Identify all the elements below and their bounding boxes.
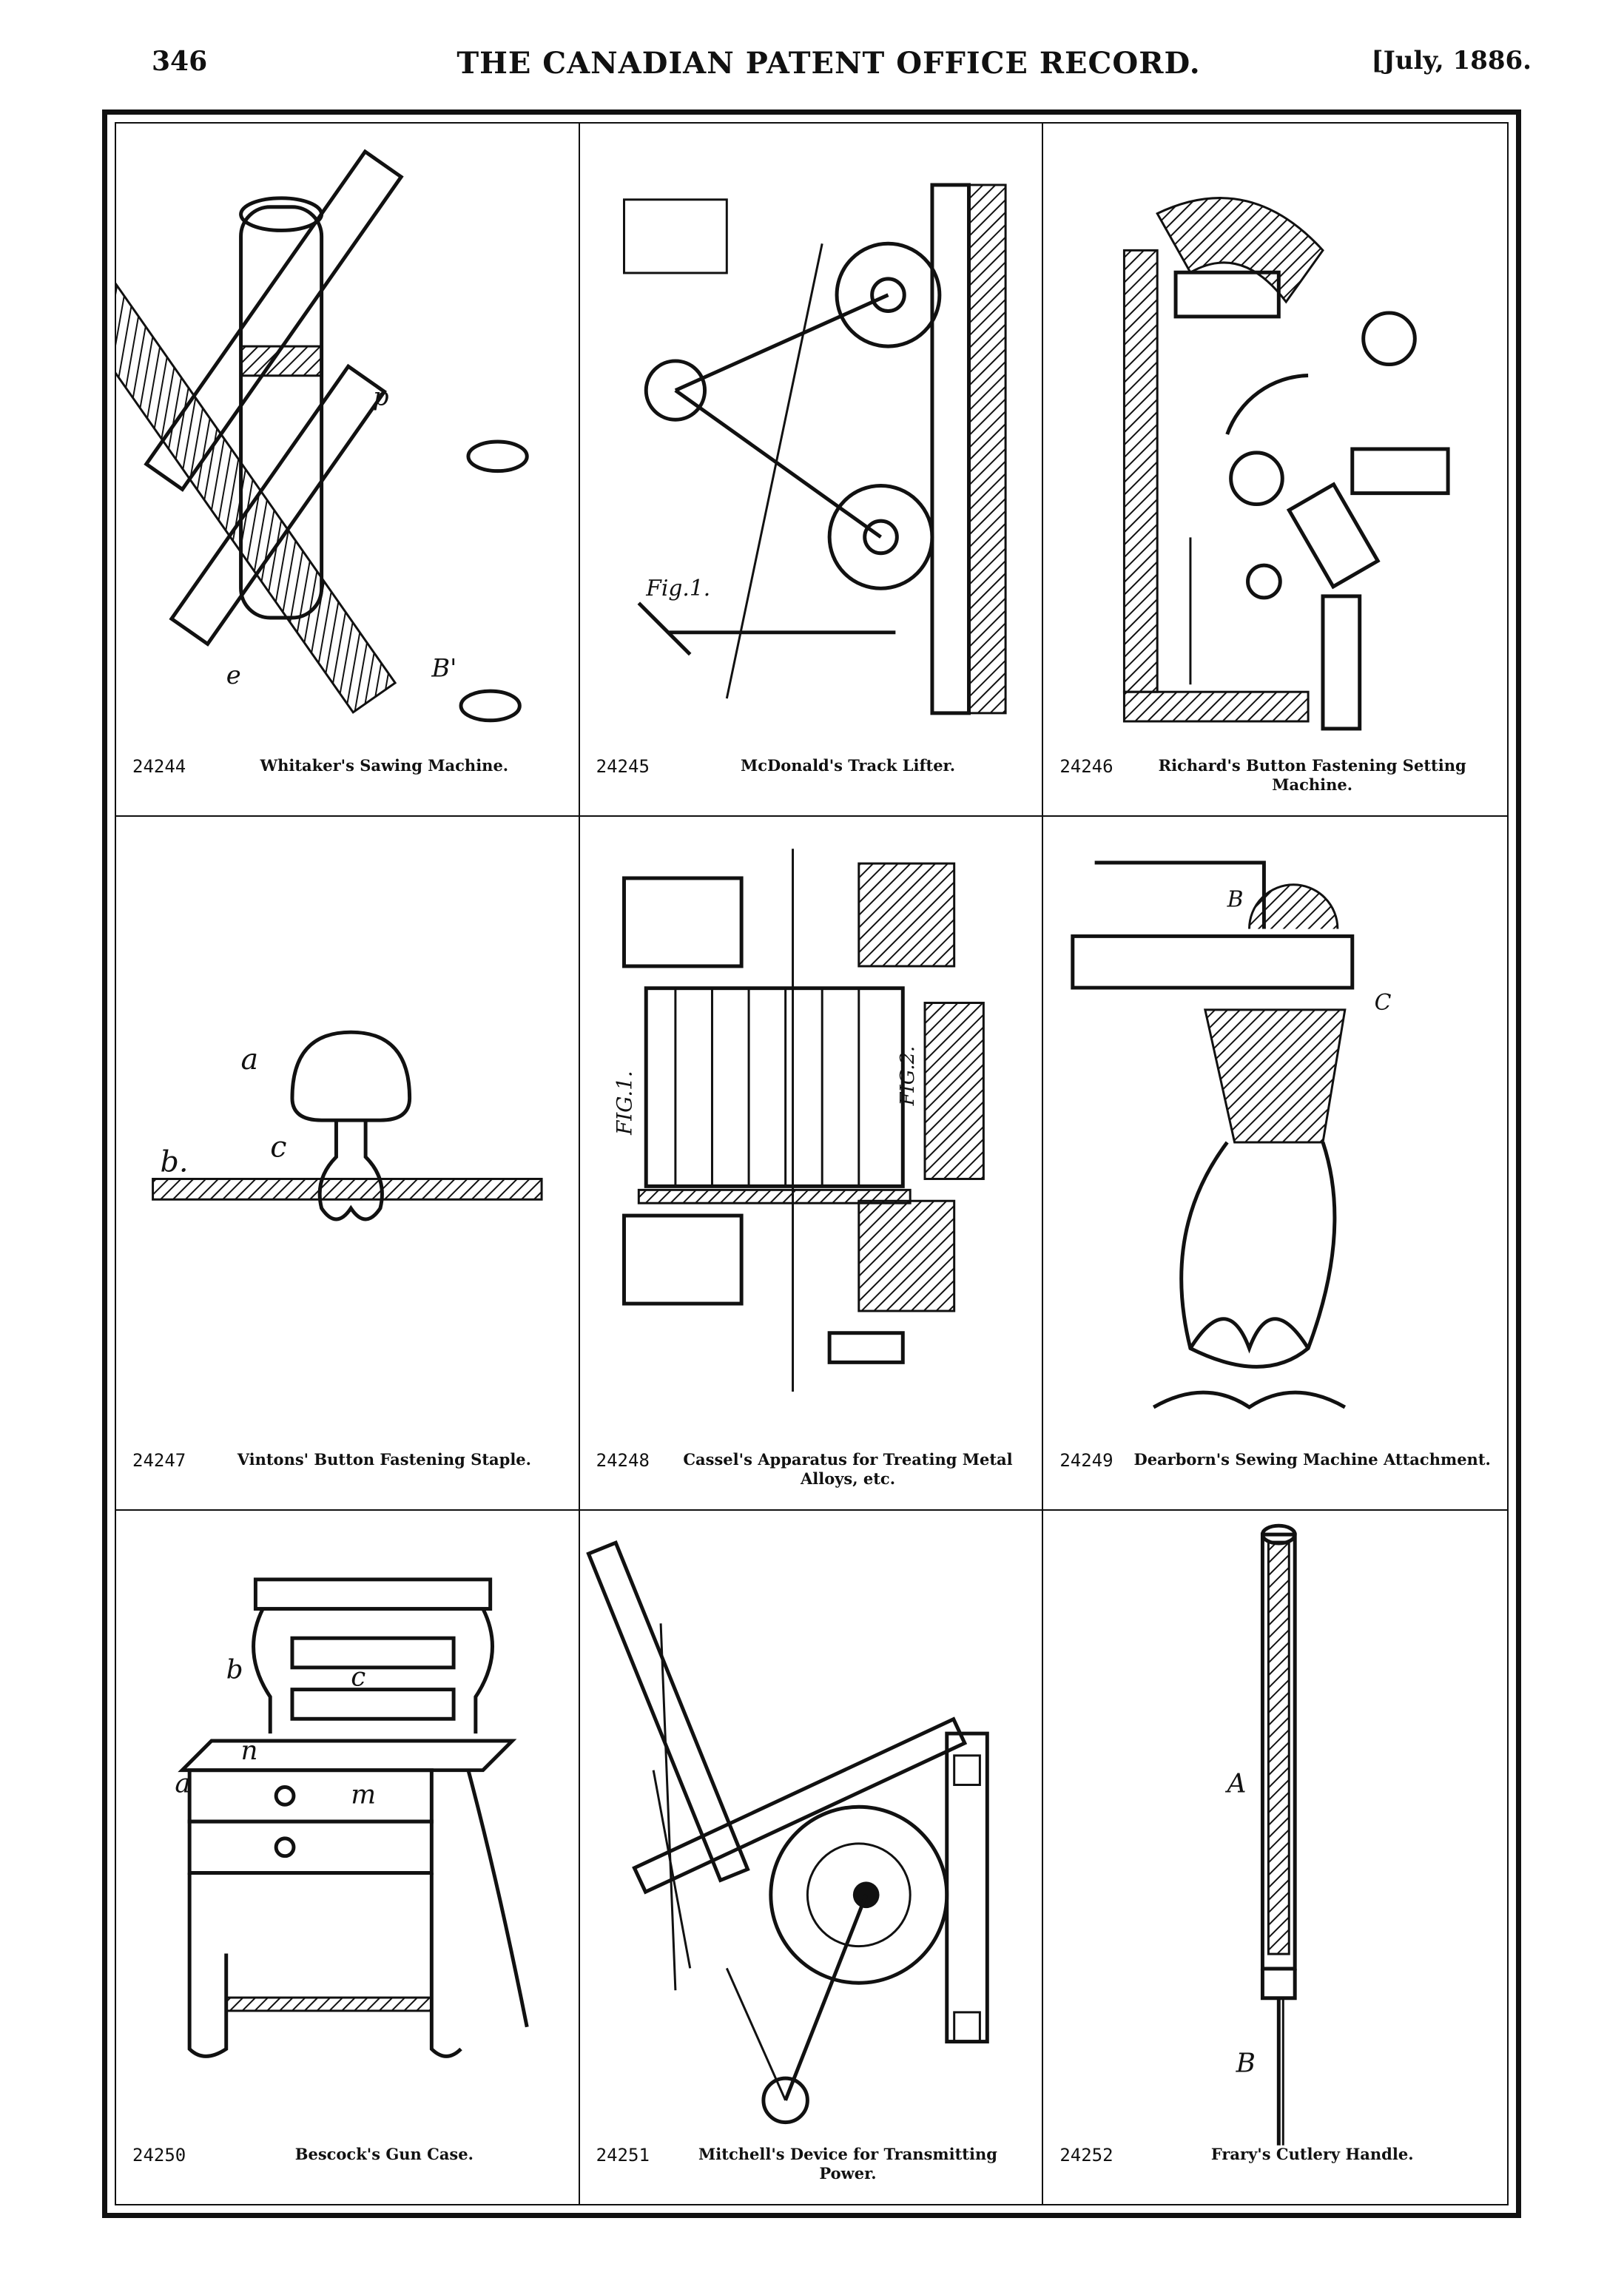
button-staple-drawing: a b. c — [152, 1031, 543, 1221]
caption: 24252 Frary's Cutlery Handle. — [1043, 2139, 1507, 2191]
label-a: a — [241, 1042, 259, 1076]
track-lifter-drawing: Fig.1. — [622, 183, 1007, 715]
button-setting-machine-drawing — [1123, 197, 1450, 731]
patent-cell-24244: p B' e 24244 Whitaker's Sawing Machine. — [116, 124, 580, 818]
svg-text:B: B — [1227, 887, 1244, 913]
label-b: b. — [160, 1145, 188, 1179]
svg-text:e: e — [226, 661, 241, 690]
label-m: m — [351, 1779, 376, 1810]
label-n: n — [241, 1735, 258, 1765]
power-transmission-drawing — [585, 1540, 989, 2124]
patent-number: 24245 — [596, 756, 650, 778]
patent-grid: p B' e 24244 Whitaker's Sawing Machine. — [116, 124, 1507, 2204]
patent-number: 24252 — [1059, 2144, 1113, 2166]
patent-cell-24246: 24246 Richard's Button Fastening Setting… — [1043, 124, 1507, 818]
sawing-machine-drawing: p B' e — [116, 149, 529, 723]
page-number: 346 — [152, 46, 208, 77]
svg-text:B': B' — [431, 653, 456, 682]
patent-number: 24247 — [132, 1449, 186, 1471]
patent-cell-24249: B C 24249 Dearborn's Sewing Machine Atta… — [1043, 817, 1507, 1511]
patent-number: 24244 — [132, 756, 186, 778]
patent-cell-24245: Fig.1. 24245 McDonald's Track Lifter. — [579, 124, 1044, 818]
patent-title: McDonald's Track Lifter. — [740, 756, 956, 775]
patent-number: 24251 — [596, 2144, 650, 2166]
caption: 24244 Whitaker's Sawing Machine. — [116, 750, 579, 802]
caption: 24246 Richard's Button Fastening Setting… — [1043, 750, 1507, 802]
label-b: b — [226, 1654, 243, 1685]
patent-title: Cassel's Apparatus for Treating Metal Al… — [683, 1449, 1013, 1488]
label-c: c — [270, 1130, 286, 1165]
patent-number: 24250 — [132, 2144, 186, 2166]
issue-date: [July, 1886. — [1371, 46, 1532, 75]
caption: 24249 Dearborn's Sewing Machine Attachme… — [1043, 1444, 1507, 1496]
patent-number: 24249 — [1059, 1449, 1113, 1471]
caption: 24247 Vintons' Button Fastening Staple. — [116, 1444, 579, 1496]
patent-cell-24250: b c m a n 24250 Bescock's Gun Case. — [116, 1510, 580, 2204]
sewing-machine-attachment-drawing: B C — [1071, 860, 1392, 1410]
label-a: a — [175, 1768, 190, 1799]
page-header: 346 THE CANADIAN PATENT OFFICE RECORD. [… — [111, 46, 1546, 90]
patent-cell-24248: FIG.1. FIG.2. 24248 Cassel's Apparatus f… — [579, 817, 1044, 1511]
cutlery-handle-drawing: A B — [1225, 1523, 1298, 2146]
caption: 24251 Mitchell's Device for Transmitting… — [580, 2139, 1042, 2191]
caption: 24245 McDonald's Track Lifter. — [580, 750, 1042, 802]
patent-number: 24248 — [596, 1449, 650, 1471]
caption: 24248 Cassel's Apparatus for Treating Me… — [580, 1444, 1042, 1496]
patent-title: Whitaker's Sawing Machine. — [260, 756, 509, 775]
patent-cell-24251: 24251 Mitchell's Device for Transmitting… — [580, 1510, 1044, 2204]
patent-title: Frary's Cutlery Handle. — [1210, 2144, 1414, 2163]
plate-frame: p B' e 24244 Whitaker's Sawing Machine. — [102, 109, 1521, 2218]
svg-text:Fig.1.: Fig.1. — [645, 576, 710, 601]
patent-title: Dearborn's Sewing Machine Attachment. — [1133, 1449, 1491, 1469]
patent-cell-24252: A B 24252 Frary's Cutlery Handle. — [1043, 1511, 1507, 2204]
svg-text:C: C — [1375, 990, 1392, 1016]
patent-title: Bescock's Gun Case. — [294, 2144, 474, 2163]
patent-cell-24247: a b. c 24247 Vintons' Button Fastening S… — [116, 817, 580, 1511]
label-fig1: FIG.1. — [612, 1071, 636, 1136]
label-fig2: FIG.2. — [897, 1046, 919, 1107]
gun-case-drawing: b c m a n — [175, 1577, 529, 2058]
label-c: c — [351, 1662, 365, 1692]
label-A: A — [1225, 1768, 1247, 1799]
caption: 24250 Bescock's Gun Case. — [116, 2139, 579, 2191]
journal-title: THE CANADIAN PATENT OFFICE RECORD. — [456, 46, 1201, 81]
patent-title: Richard's Button Fastening Setting Machi… — [1158, 756, 1466, 795]
patent-number: 24246 — [1059, 756, 1113, 778]
patent-title: Mitchell's Device for Transmitting Power… — [698, 2144, 997, 2183]
metal-alloy-apparatus-drawing: FIG.1. FIG.2. — [612, 849, 985, 1392]
svg-text:p: p — [373, 382, 389, 411]
patent-title: Vintons' Button Fastening Staple. — [237, 1449, 531, 1469]
label-B: B — [1236, 2048, 1256, 2078]
